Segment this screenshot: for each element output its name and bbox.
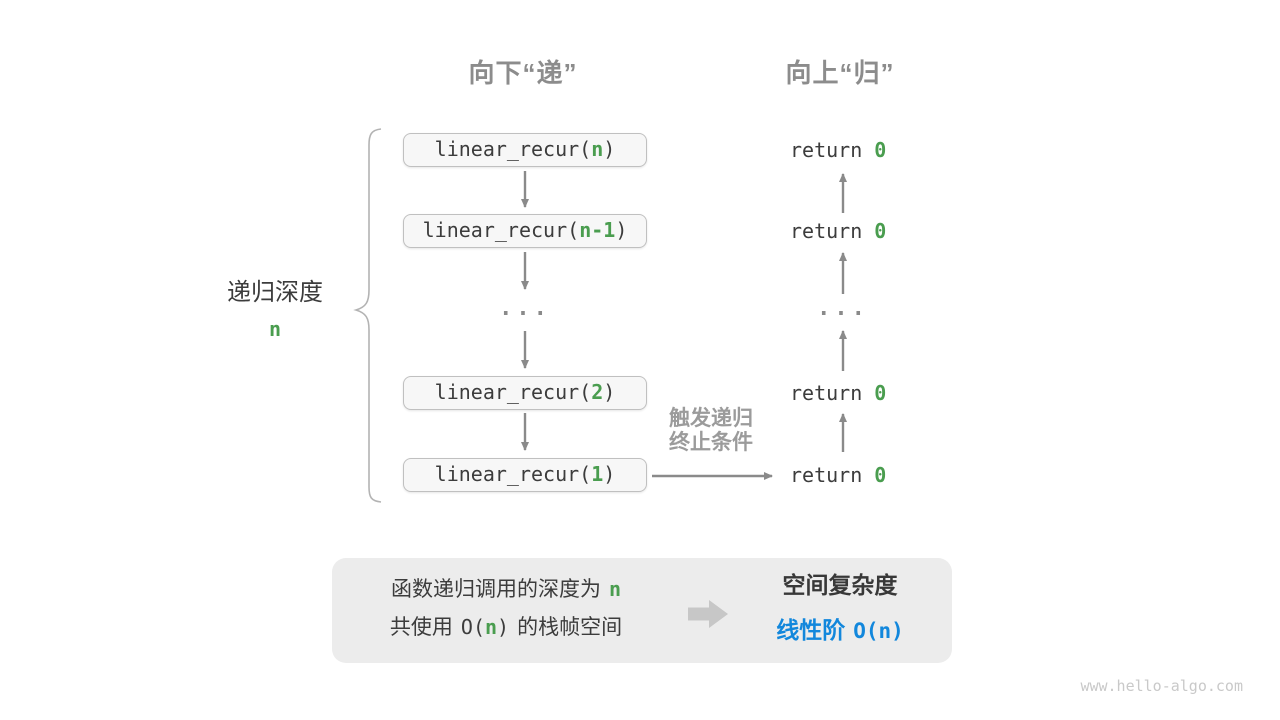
call-prefix: linear_recur( xyxy=(422,218,580,242)
recursion-depth-label: 递归深度 n xyxy=(195,278,355,342)
call-suffix: ) xyxy=(603,137,616,161)
return-value: 0 xyxy=(874,463,887,487)
summary-line1-text: 函数递归调用的深度为 xyxy=(390,578,601,601)
recursion-depth-value: n xyxy=(268,317,282,341)
call-arg: n-1 xyxy=(579,218,616,242)
call-suffix: ) xyxy=(615,218,628,242)
return-statement: return 0 xyxy=(790,215,940,247)
call-box-n-1: linear_recur(n-1) xyxy=(403,214,647,248)
return-keyword: return xyxy=(790,219,875,243)
header-ascend: 向上“归” xyxy=(785,58,895,88)
call-suffix: ) xyxy=(603,462,616,486)
summary-line2-o: O( xyxy=(460,615,485,639)
base-case-note: 触发递归 终止条件 xyxy=(645,407,777,455)
return-value: 0 xyxy=(874,381,887,405)
summary-right-block: 空间复杂度 线性阶 O(n) xyxy=(730,567,950,648)
ascend-ellipsis: ... xyxy=(817,296,869,321)
call-box-1: linear_recur(1) xyxy=(403,458,647,492)
call-arg: 2 xyxy=(591,380,604,404)
call-prefix: linear_recur( xyxy=(434,462,592,486)
return-value: 0 xyxy=(874,138,887,162)
complexity-order-label: 线性阶 xyxy=(776,617,846,643)
recursion-depth-text: 递归深度 xyxy=(227,279,323,306)
call-arg: 1 xyxy=(591,462,604,486)
return-statement: return 0 xyxy=(790,459,940,491)
summary-line1-value: n xyxy=(608,577,622,601)
return-statement: return 0 xyxy=(790,377,940,409)
summary-line2-pre: 共使用 xyxy=(389,616,453,639)
call-box-n: linear_recur(n) xyxy=(403,133,647,167)
complexity-order-value: O(n) xyxy=(853,619,904,643)
call-suffix: ) xyxy=(603,380,616,404)
base-case-note-line2: 终止条件 xyxy=(669,431,753,454)
call-prefix: linear_recur( xyxy=(434,380,592,404)
descend-ellipsis: ... xyxy=(499,296,551,321)
summary-line2-close: ) xyxy=(497,615,510,639)
return-statement: return 0 xyxy=(790,134,940,166)
summary-line2-post: 的栈帧空间 xyxy=(517,616,623,639)
call-box-2: linear_recur(2) xyxy=(403,376,647,410)
recursion-depth-brace xyxy=(353,128,382,503)
return-keyword: return xyxy=(790,138,875,162)
return-keyword: return xyxy=(790,381,875,405)
watermark: www.hello-algo.com xyxy=(1080,677,1243,695)
space-complexity-title: 空间复杂度 xyxy=(782,572,898,598)
summary-line2-n: n xyxy=(485,615,498,639)
call-arg: n xyxy=(591,137,604,161)
return-value: 0 xyxy=(874,219,887,243)
header-descend: 向下“递” xyxy=(468,58,578,88)
implies-arrow-icon xyxy=(688,600,728,628)
call-prefix: linear_recur( xyxy=(434,137,592,161)
base-case-note-line1: 触发递归 xyxy=(669,407,753,430)
return-keyword: return xyxy=(790,463,875,487)
